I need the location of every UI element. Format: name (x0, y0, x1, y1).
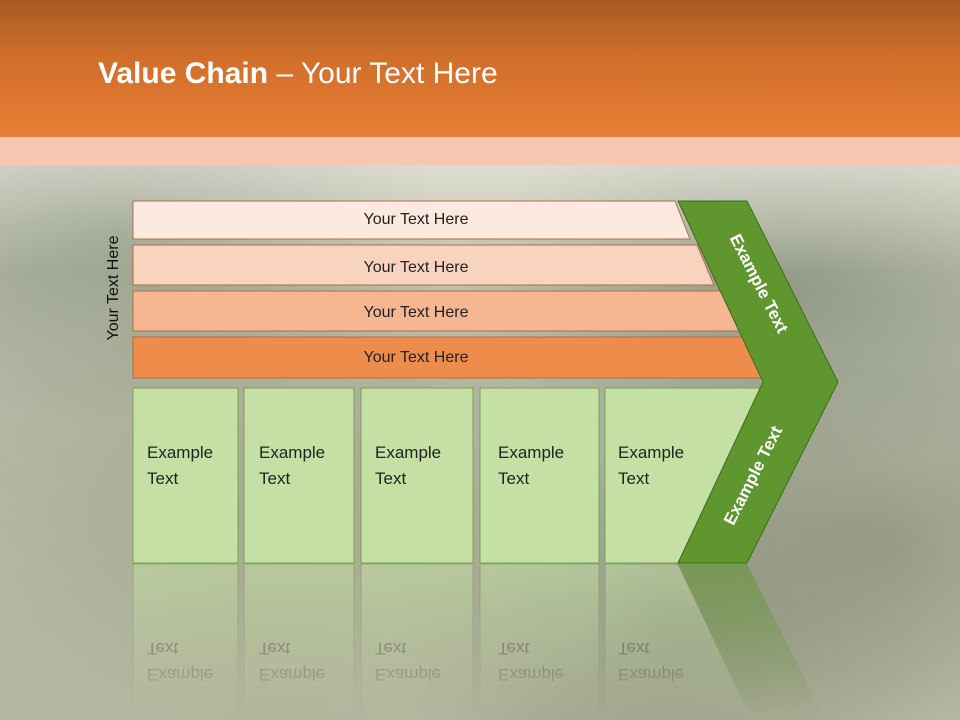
box-2[interactable]: Example Text (360, 387, 474, 564)
title-bold: Value Chain (98, 57, 269, 90)
bar-3[interactable]: Your Text Here (132, 336, 764, 379)
page-title: Value Chain – Your Text Here (98, 54, 498, 94)
bar-1[interactable]: Your Text Here (132, 244, 715, 286)
bar-label-2: Your Text Here (364, 304, 469, 321)
box-line2-0-reflection: Text (147, 639, 178, 658)
box-line2-2: Text (375, 469, 406, 488)
box-line2-1-reflection: Text (259, 639, 290, 658)
box-line1-1: Example (259, 443, 325, 462)
title-rest: – Your Text Here (268, 57, 498, 90)
box-0-reflection: Example Text (132, 563, 239, 720)
box-shape-1 (243, 387, 355, 564)
box-0[interactable]: Example Text (132, 387, 239, 564)
box-1-reflection: Example Text (243, 563, 355, 720)
bar-shape-0 (132, 200, 691, 240)
box-4-reflection: Example Text (604, 563, 754, 720)
box-line1-0: Example (147, 443, 213, 462)
box-shape-0 (132, 387, 239, 564)
box-line2-1: Text (259, 469, 290, 488)
box-shape-2 (360, 387, 474, 564)
box-line1-3: Example (498, 443, 564, 462)
header-accent-band (0, 137, 960, 165)
box-2-reflection: Example Text (360, 563, 474, 720)
box-line2-3: Text (498, 469, 529, 488)
box-line1-1-reflection: Example (259, 665, 325, 684)
box-line2-3-reflection: Text (498, 639, 529, 658)
box-shape-3 (479, 387, 600, 564)
box-3[interactable]: Example Text (479, 387, 600, 564)
bar-label-0: Your Text Here (364, 211, 469, 228)
bar-label-1: Your Text Here (364, 259, 469, 276)
box-shape-3-reflection (479, 563, 600, 720)
bar-label-3: Your Text Here (364, 349, 469, 366)
box-line2-4-reflection: Text (618, 639, 649, 658)
box-line1-3-reflection: Example (498, 665, 564, 684)
bar-0[interactable]: Your Text Here (132, 200, 691, 240)
box-line1-0-reflection: Example (147, 665, 213, 684)
reflection-group: Example Text Example Text Example Text E… (132, 563, 826, 720)
box-line1-4: Example (618, 443, 684, 462)
header-bar (0, 0, 960, 137)
box-line1-2: Example (375, 443, 441, 462)
box-shape-0-reflection (132, 563, 239, 720)
chevron-shape (677, 200, 839, 564)
box-line2-4: Text (618, 469, 649, 488)
chevron-reflection (678, 564, 826, 720)
box-line1-2-reflection: Example (375, 665, 441, 684)
box-1[interactable]: Example Text (243, 387, 355, 564)
box-line2-0: Text (147, 469, 178, 488)
box-shape-1-reflection (243, 563, 355, 720)
box-3-reflection: Example Text (479, 563, 600, 720)
bar-shape-1 (132, 244, 715, 286)
box-line2-2-reflection: Text (375, 639, 406, 658)
bar-2[interactable]: Your Text Here (132, 290, 740, 332)
box-shape-2-reflection (360, 563, 474, 720)
box-line1-4-reflection: Example (618, 665, 684, 684)
